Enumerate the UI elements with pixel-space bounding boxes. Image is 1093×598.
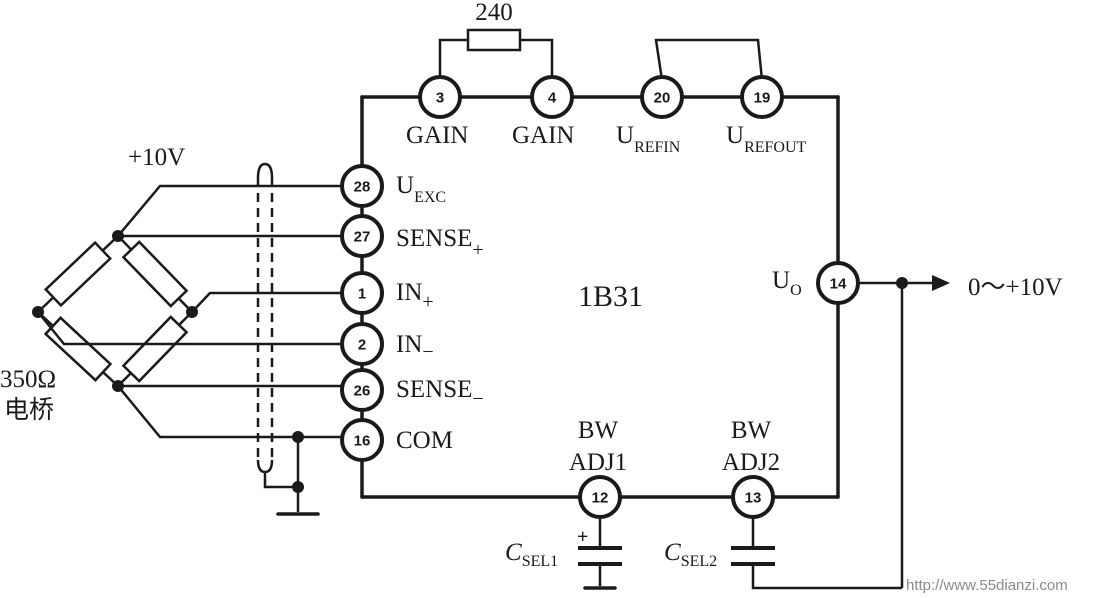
gain-resistor: 240 xyxy=(438,0,554,80)
pin-2: 2 IN− xyxy=(340,322,434,366)
pin-28: 28 UEXC xyxy=(340,164,446,208)
pin-28-number: 28 xyxy=(354,179,371,196)
pin-4: 4 GAIN xyxy=(512,75,575,149)
pin-27-label: SENSE+ xyxy=(396,225,484,261)
capacitor-csel2: CSEL2 xyxy=(664,517,775,570)
pin-13-number: 13 xyxy=(745,490,762,507)
watermark-text: http://www.55dianzi.com xyxy=(906,577,1068,594)
bridge-resistor-3 xyxy=(43,316,113,382)
pin-14-number: 14 xyxy=(830,276,847,293)
pin-14: 14 UO xyxy=(772,261,860,305)
capacitor-csel1-label: CSEL1 xyxy=(505,539,558,570)
pin-16-label: COM xyxy=(396,427,453,454)
pin-12-number: 12 xyxy=(592,490,609,507)
ground-node-shield xyxy=(292,481,304,493)
pin-19: 19 UREFOUT xyxy=(726,75,807,156)
reference-jumper xyxy=(654,38,764,81)
pin-20: 20 UREFIN xyxy=(616,75,684,156)
pin-19-label: UREFOUT xyxy=(726,122,807,156)
pin-3-number: 3 xyxy=(436,90,444,107)
capacitor-csel2-label: CSEL2 xyxy=(664,539,717,570)
pin-3-label: GAIN xyxy=(406,122,469,149)
pin-12: 12 BW ADJ1 xyxy=(569,417,627,519)
capacitor-polarity: + xyxy=(577,526,588,548)
pin-14-label: UO xyxy=(772,267,802,299)
bridge-resistor-2 xyxy=(121,240,189,308)
pin-19-number: 19 xyxy=(754,90,771,107)
pin-26-label: SENSE− xyxy=(396,376,484,410)
pin-1: 1 IN+ xyxy=(340,271,434,315)
bridge-resistor-4 xyxy=(121,315,189,383)
pin-13-label-line2: ADJ2 xyxy=(722,449,780,476)
pin-4-number: 4 xyxy=(548,90,557,107)
pin-1-number: 1 xyxy=(358,286,366,303)
pin-12-label-line2: ADJ1 xyxy=(569,449,627,476)
chip-name: 1B31 xyxy=(578,280,643,313)
pin-13: 13 BW ADJ2 xyxy=(722,417,780,519)
pin-16: 16 COM xyxy=(340,418,453,462)
pin-2-label: IN− xyxy=(396,331,434,363)
pin-26: 26 SENSE− xyxy=(340,368,484,412)
pin-4-label: GAIN xyxy=(512,122,575,149)
pin-26-number: 26 xyxy=(354,383,371,400)
pin-27-number: 27 xyxy=(354,229,371,246)
supply-label: +10V xyxy=(128,144,185,171)
pin-20-label: UREFIN xyxy=(616,122,681,156)
output-arrow xyxy=(932,275,950,291)
output-range-label: 0～+10V xyxy=(968,274,1063,301)
output-wiring: 0～+10V xyxy=(751,274,1063,590)
bridge-resistance-label: 350Ω xyxy=(0,366,56,393)
strain-gauge-bridge: 350Ω 电桥 xyxy=(0,230,198,424)
resistor-body xyxy=(466,28,522,52)
bridge-resistor-1 xyxy=(43,240,113,308)
resistor-value-label: 240 xyxy=(475,0,513,26)
bridge-wiring: +10V xyxy=(37,144,342,439)
pin-1-label: IN+ xyxy=(396,279,434,313)
pin-12-label-line1: BW xyxy=(578,417,619,444)
ground-node-com xyxy=(292,431,304,443)
pin-13-label-line1: BW xyxy=(731,417,772,444)
shield-cable xyxy=(256,162,320,516)
bridge-name-label: 电桥 xyxy=(4,396,54,424)
pin-20-number: 20 xyxy=(654,90,671,107)
capacitor-csel1: + CSEL1 xyxy=(505,517,622,590)
chip-outline xyxy=(360,95,840,499)
pin-16-number: 16 xyxy=(354,433,371,450)
pin-3: 3 GAIN xyxy=(406,75,469,149)
pin-28-label: UEXC xyxy=(396,172,446,206)
pin-27: 27 SENSE+ xyxy=(340,214,484,261)
pin-2-number: 2 xyxy=(358,337,366,354)
